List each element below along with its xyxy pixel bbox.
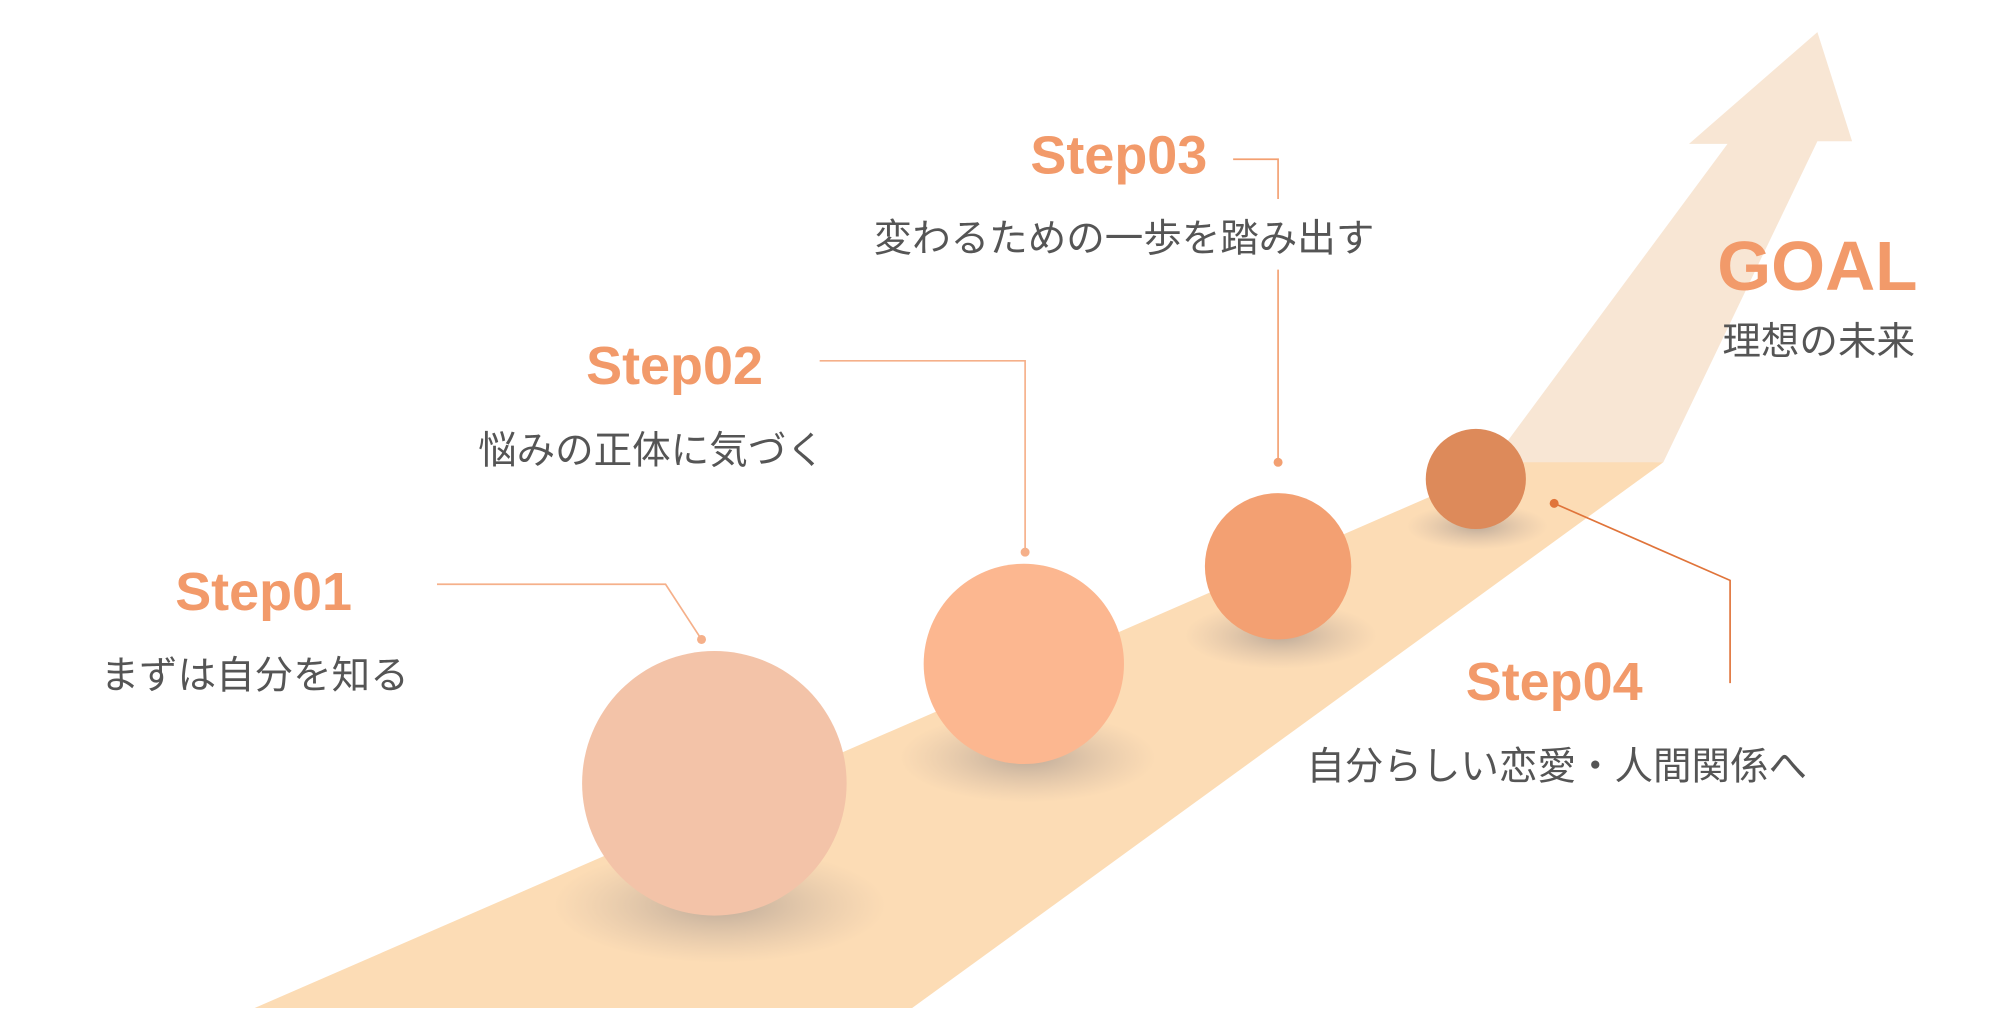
step01-leader-dot [697,634,707,644]
goal-arrow [1489,32,1853,465]
step04-label: Step04 [1466,652,1643,712]
step02-leader-line [819,359,1026,553]
step04-leader-line [1553,502,1731,684]
step04-text: 自分らしい恋愛・人間関係へ [1306,744,1807,789]
step02-text: 悩みの正体に気づく [478,429,825,474]
goal-label: GOAL [1717,227,1917,305]
step02-ball [923,563,1124,765]
step02-label: Step02 [586,336,763,396]
step03-ball [1204,493,1352,640]
step04-ball [1425,428,1526,530]
step04-leader-dot [1549,498,1559,508]
step03-leader-line [1233,158,1279,200]
step03-label: Step03 [1030,125,1207,185]
step03-leader-dot [1273,457,1283,467]
goal-text: 理想の未来 [1722,319,1915,364]
step01-text: まずは自分を知る [101,653,409,698]
step02-leader-dot [1020,547,1030,557]
step01-leader-line [436,583,703,640]
step01-ball [582,651,847,916]
step03-text: 変わるための一歩を踏み出す [874,217,1375,262]
step01-label: Step01 [175,562,352,622]
